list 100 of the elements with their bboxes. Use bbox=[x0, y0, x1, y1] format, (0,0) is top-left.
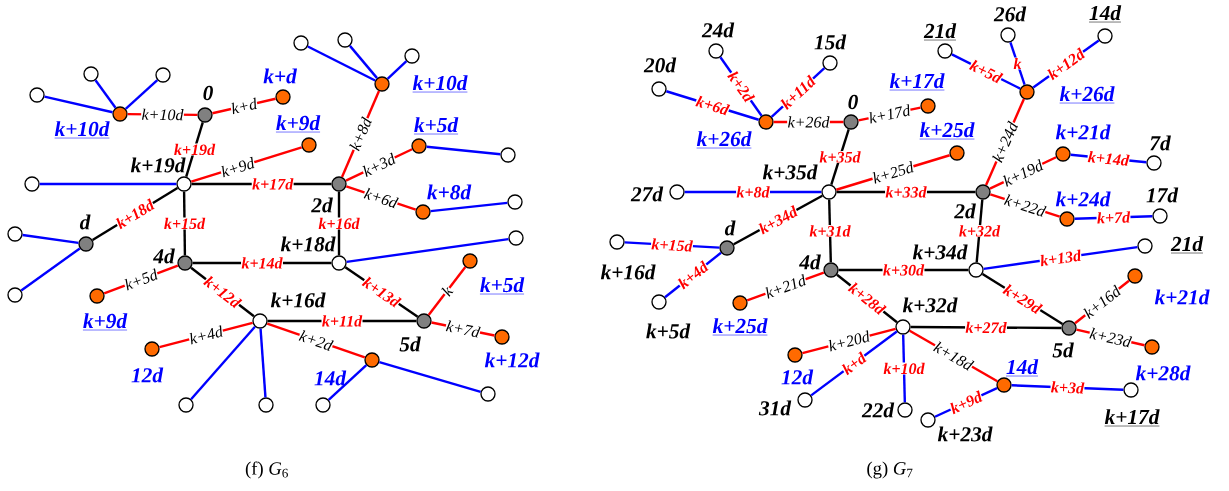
vertex-label: 2d bbox=[311, 197, 333, 213]
edge-label: k bbox=[439, 284, 455, 298]
vertex-circle bbox=[949, 145, 965, 161]
edge-label: k+33d bbox=[885, 185, 927, 198]
vertex-label: k+d bbox=[263, 68, 297, 84]
vertex-circle bbox=[1123, 382, 1139, 398]
vertex-label: 12d bbox=[781, 369, 814, 385]
vertex-circle bbox=[374, 76, 390, 92]
edge bbox=[190, 325, 256, 401]
vertex-label: d bbox=[79, 214, 91, 230]
vertex-circle bbox=[416, 313, 432, 329]
vertex-label: k+32d bbox=[902, 297, 958, 313]
edge bbox=[427, 266, 467, 316]
vertex-label: k+10d bbox=[412, 75, 468, 93]
vertex-label: 5d bbox=[399, 336, 421, 352]
vertex-label: k+12d bbox=[484, 352, 540, 368]
vertex-circle bbox=[24, 176, 40, 192]
edge bbox=[20, 247, 81, 292]
edge-label: k+10d bbox=[883, 362, 925, 375]
edge bbox=[379, 361, 481, 393]
edge bbox=[902, 334, 906, 403]
vertex-circle bbox=[651, 294, 667, 310]
vertex-label: 24d bbox=[701, 22, 735, 38]
vertex-label: k+21d bbox=[1055, 124, 1111, 140]
vertex-label: 15d bbox=[814, 34, 847, 50]
vertex-circle bbox=[480, 386, 496, 402]
edge-label: k+26d bbox=[787, 115, 830, 129]
edge-label: k+30d bbox=[882, 263, 925, 276]
vertex-circle bbox=[112, 106, 128, 122]
edge-label: k+31d bbox=[809, 224, 851, 237]
vertex-label: 0 bbox=[203, 85, 213, 101]
vertex-circle bbox=[331, 255, 347, 271]
vertex-circle bbox=[7, 287, 23, 303]
vertex-circle bbox=[178, 397, 194, 413]
vertex-circle bbox=[177, 255, 193, 271]
caption: (f) G$_{6}$ bbox=[245, 461, 288, 479]
vertex-label: k+16d bbox=[600, 264, 656, 280]
vertex-circle bbox=[275, 89, 291, 105]
vertex-circle bbox=[415, 204, 431, 220]
vertex-circle bbox=[293, 35, 309, 51]
vertex-circle bbox=[315, 397, 331, 413]
vertex-circle bbox=[609, 234, 625, 250]
vertex-label: k+34d bbox=[912, 244, 968, 260]
edge-label: k+22d bbox=[1002, 193, 1048, 218]
edge bbox=[259, 328, 267, 398]
vertex-circle bbox=[787, 347, 803, 363]
vertex-circle bbox=[1144, 339, 1160, 355]
edge bbox=[828, 199, 832, 263]
vertex-circle bbox=[258, 397, 274, 413]
edge-label: k+35d bbox=[819, 150, 861, 163]
edge bbox=[349, 45, 378, 79]
vertex-label: 14d bbox=[1088, 5, 1122, 23]
vertex-label: d bbox=[724, 220, 736, 236]
edge bbox=[307, 45, 376, 82]
edge bbox=[22, 233, 79, 245]
vertex-circle bbox=[7, 226, 23, 242]
vertex-circle bbox=[364, 352, 380, 368]
vertex-circle bbox=[1055, 146, 1071, 162]
vertex-circle bbox=[708, 43, 724, 59]
vertex-circle bbox=[494, 329, 510, 345]
edge-label: k+13d bbox=[1038, 249, 1083, 267]
edge-label: k+16d bbox=[318, 217, 360, 230]
vertex-circle bbox=[920, 412, 936, 428]
vertex-circle bbox=[1137, 238, 1153, 254]
vertex-label: k+17d bbox=[889, 73, 945, 91]
vertex-label: k+18d bbox=[280, 236, 336, 252]
vertex-circle bbox=[897, 402, 913, 418]
vertex-circle bbox=[996, 377, 1012, 393]
edge bbox=[94, 79, 117, 109]
vertex-circle bbox=[301, 137, 317, 153]
edge bbox=[430, 201, 508, 213]
vertex-label: k+9d bbox=[82, 313, 128, 331]
vertex-circle bbox=[797, 392, 813, 408]
edge-label: k+14d bbox=[241, 256, 283, 269]
vertex-label: 22d bbox=[861, 402, 895, 418]
edge-label: k+11d bbox=[321, 314, 363, 327]
vertex-label: k+10d bbox=[54, 121, 110, 139]
vertex-label: 14d bbox=[1005, 359, 1039, 377]
vertex-circle bbox=[462, 253, 478, 269]
vertex-label: k+5d bbox=[479, 277, 525, 295]
edge-label: k+d bbox=[840, 350, 868, 377]
edge-label: k+15d bbox=[163, 217, 206, 230]
vertex-label: 5d bbox=[1052, 342, 1074, 358]
vertex-label: k+23d bbox=[937, 426, 993, 442]
vertex-circle bbox=[732, 295, 748, 311]
edge bbox=[386, 60, 408, 80]
edge-label: k+8d bbox=[348, 115, 373, 153]
vertex-circle bbox=[822, 55, 838, 71]
vertex-circle bbox=[507, 194, 523, 210]
vertex-circle bbox=[937, 43, 953, 59]
edge-label: k+17d bbox=[251, 177, 294, 190]
vertex-label: k+8d bbox=[427, 184, 472, 200]
vertex-circle bbox=[651, 81, 667, 97]
vertex-circle bbox=[669, 184, 685, 200]
vertex-label: 2d bbox=[954, 203, 976, 219]
edge-label: k+5d bbox=[122, 267, 160, 292]
vertex-label: 21d bbox=[923, 23, 957, 41]
vertex-circle bbox=[1059, 211, 1075, 227]
edge-label: k+27d bbox=[965, 321, 1007, 334]
vertex-circle bbox=[1000, 27, 1016, 43]
